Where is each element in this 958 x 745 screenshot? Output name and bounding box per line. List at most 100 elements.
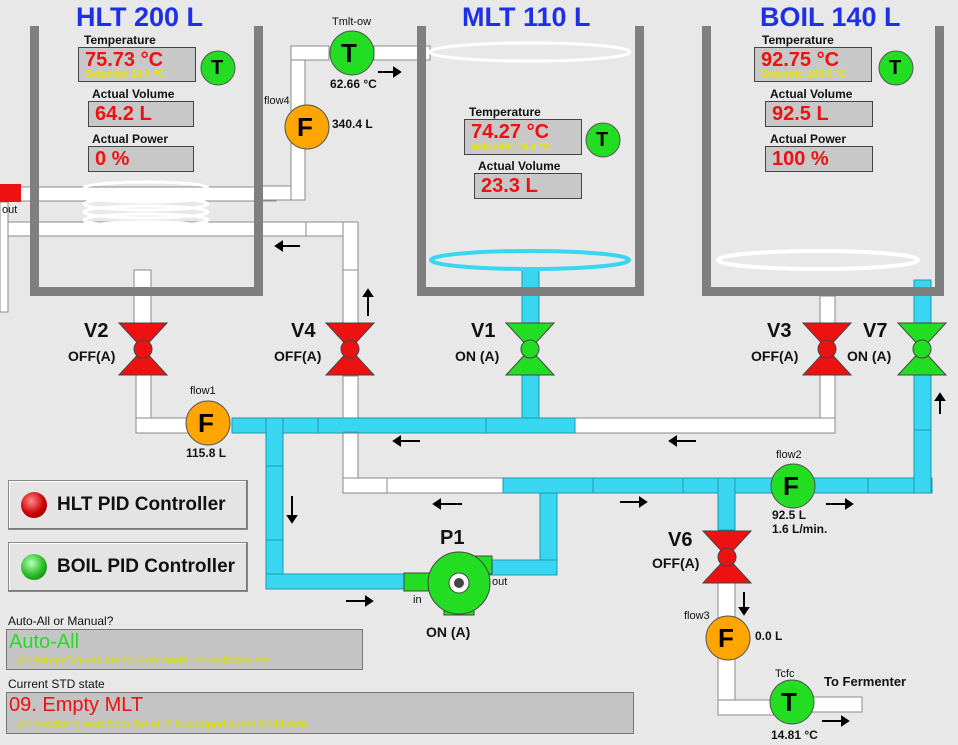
- valve-v4[interactable]: [324, 322, 376, 376]
- hlt-volume-label: Actual Volume: [92, 87, 175, 101]
- flow-arrows: [274, 66, 946, 727]
- flow3-value: 0.0 L: [755, 629, 783, 643]
- mlt-title: MLT 110 L: [462, 2, 591, 32]
- boil-power-label: Actual Power: [770, 132, 847, 146]
- flow1-value: 115.8 L: [186, 446, 227, 460]
- flow4-value: 340.4 L: [332, 117, 373, 131]
- flow1-symbol: F: [198, 408, 214, 438]
- fermenter-label: To Fermenter: [824, 674, 907, 689]
- mlt-volume-value: 23.3 L: [474, 173, 582, 199]
- active-pipes: [231, 269, 933, 590]
- arrow-left-icon: [432, 498, 462, 510]
- std-state-label: Current STD state: [8, 677, 105, 691]
- valve-v6[interactable]: [701, 530, 753, 584]
- tmlt-out-label: Tmlt-ow: [332, 16, 372, 28]
- valve-v1[interactable]: [504, 322, 556, 376]
- boil-return-ring: [716, 249, 920, 271]
- mode-display[interactable]: Auto-All All Pumps/Valves are in Auto mo…: [6, 629, 363, 670]
- arrow-right-icon: [620, 496, 648, 508]
- boil-setpoint: Setpoint: 105.0 °C: [761, 69, 847, 80]
- pump-p1-name: P1: [440, 527, 465, 549]
- idle-pipes: [0, 45, 863, 716]
- flow4-meter-icon: [284, 104, 330, 150]
- valve-v3[interactable]: [801, 322, 853, 376]
- flow2-symbol: F: [783, 471, 799, 501]
- mlt-volume-label: Actual Volume: [478, 159, 561, 173]
- arrow-right-icon: [822, 715, 850, 727]
- boil-temp-label: Temperature: [762, 33, 834, 47]
- flow3-label: flow3: [684, 610, 710, 622]
- hlt-out-label: out: [2, 204, 18, 216]
- flow2-label: flow2: [776, 449, 802, 461]
- tmlt-out-sensor-icon: [329, 30, 375, 76]
- hlt-pid-led-icon: [21, 492, 47, 518]
- hlt-out-indicator: [0, 184, 21, 202]
- hlt-temp-label: Temperature: [84, 33, 156, 47]
- hlt-tank: [30, 26, 263, 296]
- arrow-down-icon: [286, 496, 298, 524]
- arrow-up-icon: [362, 288, 374, 316]
- valve-v7[interactable]: [896, 322, 948, 376]
- mlt-sparge-ring: [428, 41, 632, 63]
- valve-v4-name: V4: [291, 320, 316, 342]
- boil-power-value: 100 %: [765, 146, 873, 172]
- boil-pid-controller-button[interactable]: BOIL PID Controller: [8, 542, 248, 592]
- hlt-heating-coil: [82, 180, 210, 236]
- flow4-symbol: F: [297, 112, 313, 142]
- pump-in-label: in: [413, 594, 422, 606]
- hlt-temp-value: 75.73 °C: [85, 49, 164, 71]
- pipe-joints: [266, 418, 931, 541]
- tcfc-value: 14.81 °C: [771, 728, 818, 742]
- arrow-left-icon: [392, 435, 420, 447]
- valve-v1-name: V1: [471, 320, 496, 342]
- pump-p1[interactable]: [403, 551, 493, 616]
- hlt-temp-sensor-icon: [200, 50, 236, 86]
- pipe-joints-idle: [305, 222, 388, 493]
- boil-temp-sensor-label: T: [889, 57, 902, 79]
- boil-temp-value: 92.75 °C: [761, 49, 840, 71]
- mlt-temp-sensor-icon: [585, 122, 621, 158]
- arrow-right-icon: [378, 66, 402, 78]
- valve-v7-name: V7: [863, 320, 888, 342]
- boil-temp-display: 92.75 °C Setpoint: 105.0 °C: [754, 47, 872, 82]
- hlt-setpoint: Setpoint: 20.0 °C: [85, 69, 165, 80]
- valve-v6-state: OFF(A): [652, 555, 700, 571]
- hlt-power-value: 0 %: [88, 146, 194, 172]
- boil-volume-value: 92.5 L: [765, 101, 873, 127]
- tmlt-out-symbol: T: [341, 38, 357, 68]
- std-state-description: All remaining wort from the MLT is pumpe…: [17, 719, 308, 731]
- flow4-label: flow4: [264, 95, 290, 107]
- mlt-manifold-ring: [429, 249, 631, 271]
- valve-v2[interactable]: [117, 322, 169, 376]
- hlt-title: HLT 200 L: [76, 2, 204, 32]
- flow3-meter-icon: [705, 615, 751, 661]
- tcfc-sensor-icon: [769, 679, 815, 725]
- tcfc-label: Tcfc: [775, 668, 795, 680]
- arrow-right-icon: [346, 595, 374, 607]
- boil-title: BOIL 140 L: [760, 2, 901, 32]
- valve-v4-state: OFF(A): [274, 348, 322, 364]
- boil-temp-sensor-icon: [878, 50, 914, 86]
- valve-v1-state: ON (A): [455, 348, 500, 364]
- valve-v3-name: V3: [767, 320, 792, 342]
- flow3-symbol: F: [718, 623, 734, 653]
- mode-value: Auto-All: [9, 631, 80, 653]
- mlt-temp-label: Temperature: [469, 105, 541, 119]
- tcfc-symbol: T: [781, 687, 797, 717]
- valve-v2-state: OFF(A): [68, 348, 116, 364]
- hlt-temp-display: 75.73 °C Setpoint: 20.0 °C: [78, 47, 196, 82]
- tmlt-out-value: 62.66 °C: [330, 77, 377, 91]
- arrow-right-icon: [826, 498, 854, 510]
- mode-label: Auto-All or Manual?: [8, 614, 114, 628]
- boil-tank: [702, 26, 944, 296]
- std-state-value: 09. Empty MLT: [9, 694, 144, 716]
- arrow-left-icon: [274, 240, 300, 252]
- hlt-pid-controller-button[interactable]: HLT PID Controller: [8, 480, 248, 530]
- arrow-down-icon: [738, 592, 750, 616]
- flow2-value: 92.5 L: [772, 508, 807, 522]
- mode-description: All Pumps/Valves are in Auto mode, no sw…: [17, 655, 270, 667]
- pump-out-label: out: [492, 576, 508, 588]
- pump-p1-state: ON (A): [426, 624, 471, 640]
- valve-v2-name: V2: [84, 320, 109, 342]
- valve-v3-state: OFF(A): [751, 348, 799, 364]
